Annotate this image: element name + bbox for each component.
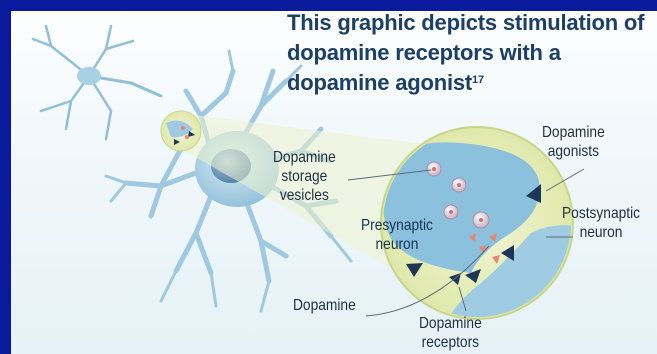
label-receptors-line-2: receptors	[419, 333, 482, 352]
label-receptors-line-1: Dopamine	[419, 314, 482, 333]
slide-panel: This graphic depicts stimulation of dopa…	[11, 11, 657, 354]
label-dopamine-receptors: Dopamine receptors	[419, 314, 482, 352]
slide-title-line-2: dopamine receptors with a	[287, 41, 561, 65]
label-storage-vesicles: Dopamine storage vesicles	[273, 148, 336, 205]
synapse-lens-small	[161, 111, 201, 151]
label-presynaptic-line-2: neuron	[361, 235, 433, 254]
label-storage-vesicles-line-2: storage	[273, 167, 336, 186]
label-dopamine-agonists: Dopamine agonists	[542, 123, 605, 161]
label-postsynaptic-line-1: Postsynaptic	[562, 204, 640, 223]
label-presynaptic-line-1: Presynaptic	[361, 216, 433, 235]
small-neuron	[33, 26, 161, 139]
slide-title-line-3: dopamine agonist17	[287, 71, 484, 95]
slide-title-line-1: This graphic depicts stimulation of	[287, 11, 644, 35]
footnote-ref: 17	[472, 74, 484, 86]
label-agonists-line-2: agonists	[542, 142, 605, 161]
label-dopamine: Dopamine	[293, 296, 356, 315]
label-postsynaptic-line-2: neuron	[562, 223, 640, 242]
label-agonists-line-1: Dopamine	[542, 123, 605, 142]
slide-title-text: dopamine agonist	[287, 70, 472, 95]
label-storage-vesicles-line-1: Dopamine	[273, 148, 336, 167]
label-presynaptic-neuron: Presynaptic neuron	[361, 216, 433, 254]
label-storage-vesicles-line-3: vesicles	[273, 186, 336, 205]
label-postsynaptic-neuron: Postsynaptic neuron	[562, 204, 640, 242]
